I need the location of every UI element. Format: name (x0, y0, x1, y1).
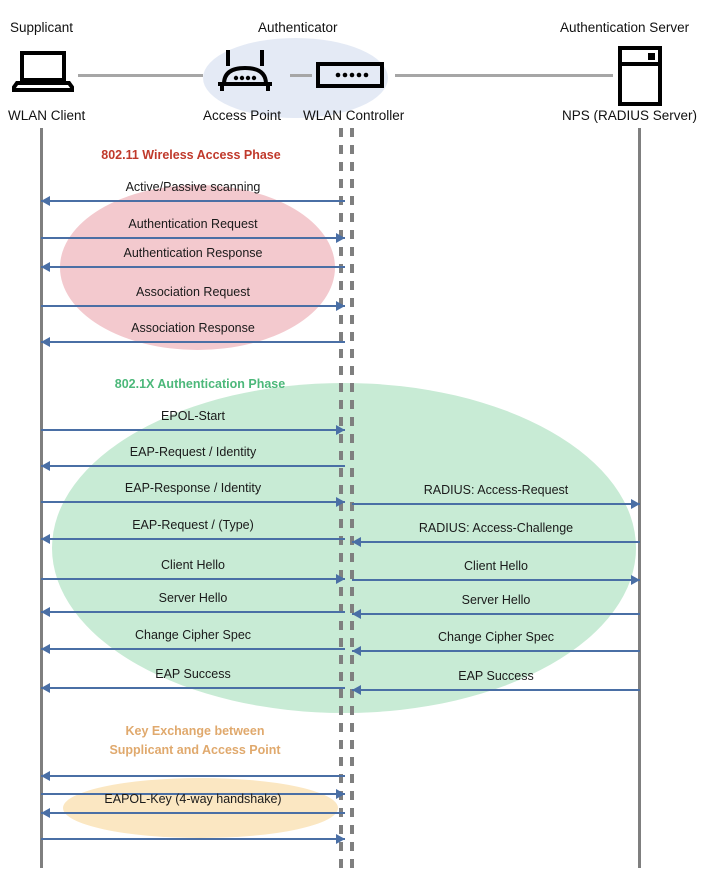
lifeline-auth-server (638, 128, 641, 868)
message-line (41, 538, 345, 540)
arrow-head-left (41, 808, 50, 818)
message-line (352, 579, 640, 581)
arrow-head-left (41, 534, 50, 544)
message-label: EAP-Request / Identity (129, 445, 257, 459)
lifeline-wlan-controller (350, 128, 354, 868)
message-label: Client Hello (161, 558, 225, 572)
node-label-wlan-client: WLAN Client (8, 108, 86, 123)
phase-label-802-1x: 802.1X Authentication Phase (114, 377, 286, 391)
message-label: Association Response (131, 321, 255, 335)
message-line (41, 775, 345, 777)
arrow-head-right (631, 499, 640, 509)
arrow-head-right (336, 789, 345, 799)
arrow-head-left (41, 683, 50, 693)
message-label: Association Request (136, 285, 250, 299)
phase-802-11-ellipse (60, 185, 335, 350)
phase-label-key-exchange-line1: Key Exchange between (125, 724, 265, 738)
message-line (41, 611, 345, 613)
node-label-nps-radius: NPS (RADIUS Server) (562, 108, 698, 123)
message-line (41, 793, 345, 795)
message-label: EAP Success (458, 669, 534, 683)
network-switch-icon (316, 62, 384, 88)
arrow-head-right (631, 575, 640, 585)
message-line (41, 501, 345, 503)
message-line (41, 465, 345, 467)
arrow-head-left (352, 537, 361, 547)
laptop-icon (12, 51, 74, 92)
message-label: EAP-Request / (Type) (132, 518, 254, 532)
message-line (41, 648, 345, 650)
arrow-head-right (336, 497, 345, 507)
arrow-head-left (352, 609, 361, 619)
message-line (41, 838, 345, 840)
phase-label-key-exchange-line2: Supplicant and Access Point (109, 743, 281, 757)
arrow-head-left (41, 461, 50, 471)
message-line (352, 503, 640, 505)
message-line (352, 650, 640, 652)
phase-label-key-exchange: Key Exchange between Supplicant and Acce… (95, 722, 295, 760)
message-line (41, 341, 345, 343)
link-controller-to-nps (395, 74, 613, 77)
message-line (352, 689, 640, 691)
arrow-head-right (336, 301, 345, 311)
message-label: EAP-Response / Identity (124, 481, 262, 495)
arrow-head-left (41, 607, 50, 617)
message-line (352, 541, 640, 543)
role-title-auth-server: Authentication Server (560, 20, 690, 35)
message-line (41, 687, 345, 689)
arrow-head-left (352, 685, 361, 695)
node-label-wlan-controller: WLAN Controller (303, 108, 405, 123)
node-label-access-point: Access Point (203, 108, 282, 123)
message-line (41, 266, 345, 268)
message-line (41, 429, 345, 431)
message-label: EAPOL-Key (4-way handshake) (104, 792, 282, 806)
arrow-head-left (41, 644, 50, 654)
wireless-router-icon (218, 50, 272, 91)
arrow-head-left (41, 196, 50, 206)
phase-label-802-11: 802.11 Wireless Access Phase (101, 148, 281, 162)
message-line (352, 613, 640, 615)
message-label: RADIUS: Access-Request (423, 483, 569, 497)
arrow-head-left (41, 337, 50, 347)
link-ap-to-controller (290, 74, 312, 77)
message-line (41, 237, 345, 239)
message-label: Authentication Request (128, 217, 258, 231)
message-label: Client Hello (464, 559, 528, 573)
message-label: Change Cipher Spec (437, 630, 555, 644)
message-label: Server Hello (158, 591, 228, 605)
message-label: EAP Success (155, 667, 231, 681)
message-line (41, 578, 345, 580)
link-client-to-ap (78, 74, 203, 77)
arrow-head-right (336, 233, 345, 243)
role-title-supplicant: Supplicant (10, 20, 74, 35)
arrow-head-right (336, 834, 345, 844)
arrow-head-right (336, 425, 345, 435)
message-label: Server Hello (461, 593, 531, 607)
arrow-head-left (41, 771, 50, 781)
message-line (41, 200, 345, 202)
message-label: Authentication Response (123, 246, 263, 260)
message-label: EPOL-Start (161, 409, 225, 423)
message-label: RADIUS: Access-Challenge (418, 521, 574, 535)
lifeline-supplicant (40, 128, 43, 868)
phase-key-exchange-ellipse (63, 778, 338, 838)
message-line (41, 812, 345, 814)
arrow-head-left (41, 262, 50, 272)
phase-802-1x-ellipse (52, 383, 636, 713)
role-title-authenticator: Authenticator (258, 20, 338, 35)
arrow-head-right (336, 574, 345, 584)
message-label: Change Cipher Spec (134, 628, 252, 642)
message-line (41, 305, 345, 307)
server-rack-icon (618, 46, 662, 106)
arrow-head-left (352, 646, 361, 656)
message-label: Active/Passive scanning (125, 180, 261, 194)
